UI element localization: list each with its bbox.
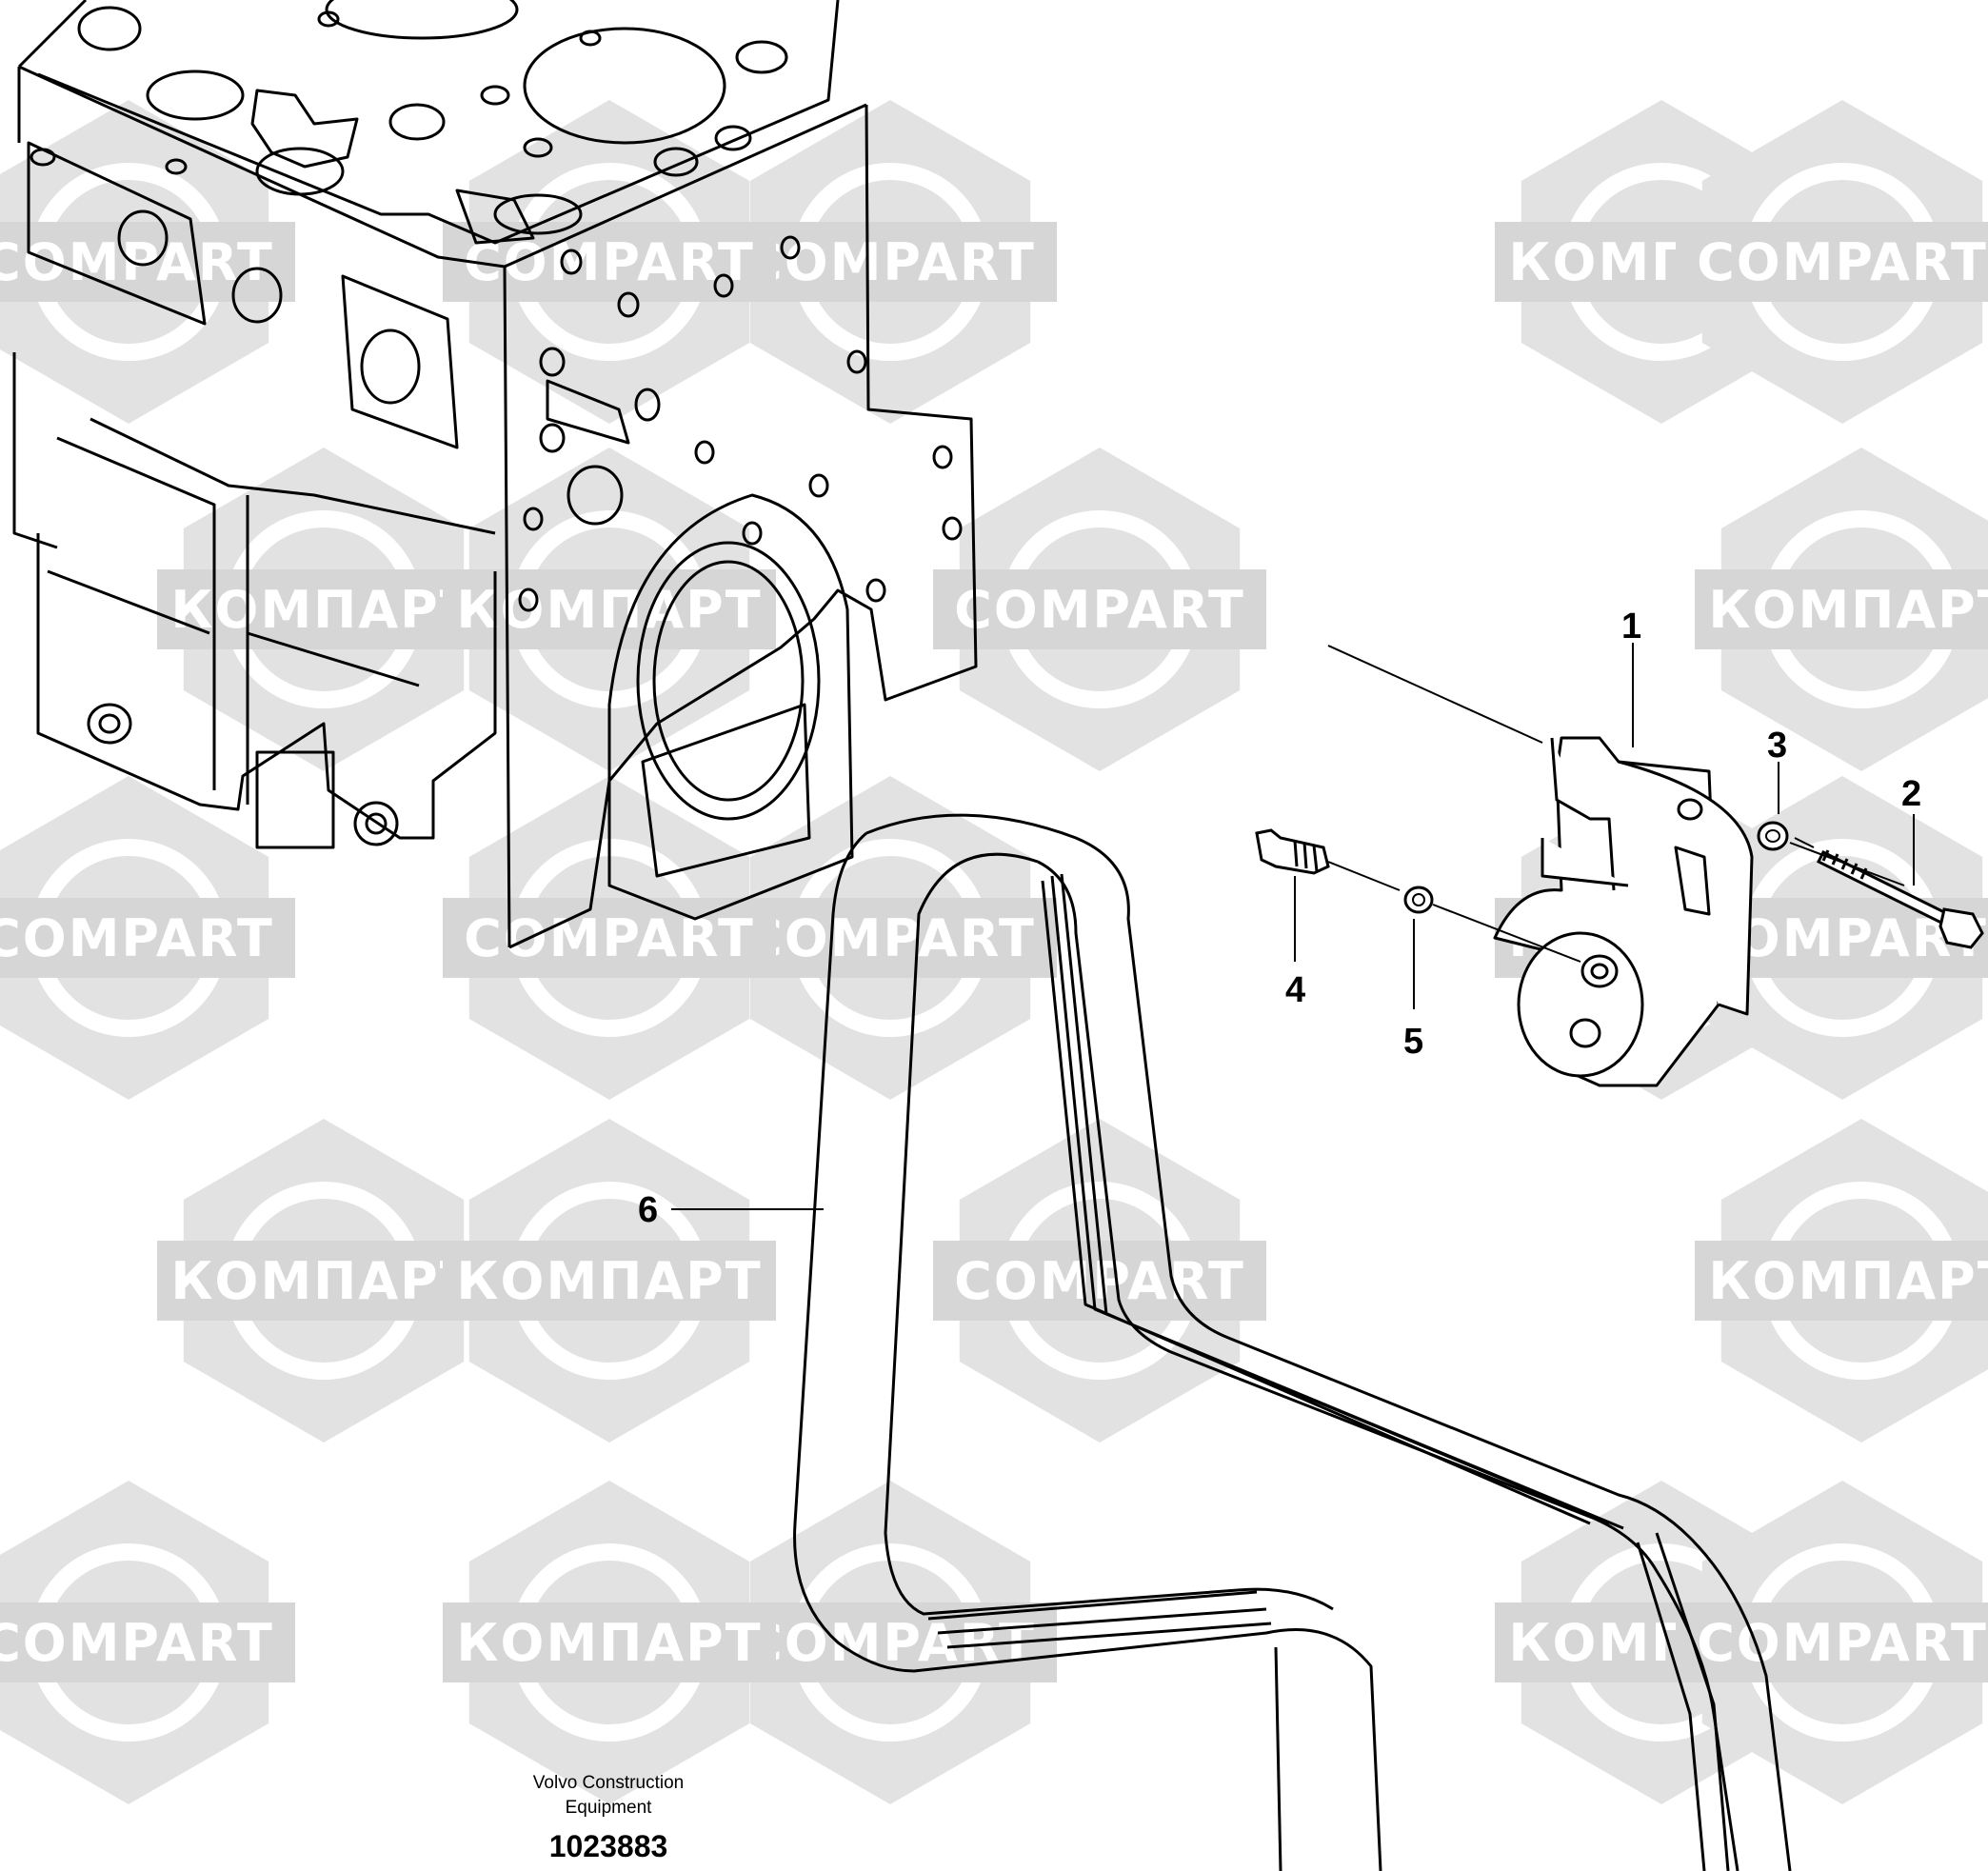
watermark-text: COMPART — [0, 1613, 274, 1673]
company-name-line1: Volvo Construction — [533, 1773, 684, 1793]
washer-3-hole — [1765, 829, 1780, 843]
drawing-footer: Volvo Construction Equipment 1023883 — [533, 1773, 684, 1863]
watermark-text: КОМПАРТ — [170, 580, 476, 640]
watermark-band — [1676, 222, 1988, 302]
callout-1: 1 — [1621, 607, 1641, 647]
washer-5-hole — [1412, 893, 1425, 906]
watermark-tile: COMPART — [443, 776, 776, 1100]
leader-lines — [671, 643, 1915, 1210]
watermark-tile: COMPART — [933, 1119, 1266, 1443]
watermark-text: COMPART — [1697, 1613, 1988, 1673]
callout-6: 6 — [638, 1190, 658, 1230]
watermark-band — [933, 569, 1266, 649]
company-name-line2: Equipment — [566, 1798, 653, 1818]
drawing-number: 1023883 — [549, 1829, 668, 1863]
watermark-text: КОМПАРТ — [1708, 580, 1988, 640]
watermark-text: КОМПАРТ — [170, 1251, 476, 1311]
watermark-tile: COMPART — [0, 776, 295, 1100]
watermark-tile: КОМПАРТ — [1695, 1119, 1988, 1443]
watermark-tile: COMPART — [933, 448, 1266, 771]
callout-2: 2 — [1901, 774, 1921, 814]
watermark-band — [443, 222, 776, 302]
callout-labels: 1 2 3 4 5 6 — [638, 607, 1921, 1230]
callout-5: 5 — [1403, 1022, 1423, 1062]
watermark-band — [1695, 569, 1988, 649]
watermark-text: COMPART — [0, 232, 274, 292]
watermark-text: COMPART — [464, 908, 755, 968]
watermark-band — [1676, 1602, 1988, 1682]
watermark-text: КОМПАРТ — [456, 1251, 762, 1311]
watermark-band — [0, 898, 295, 978]
watermark-band — [724, 898, 1057, 978]
belt-tensioner — [1493, 736, 1754, 1087]
poly-v-belt — [793, 813, 1792, 1871]
watermark-text: COMPART — [954, 580, 1245, 640]
washer-5 — [1403, 886, 1434, 914]
watermark-band — [443, 898, 776, 978]
watermark-text: КОМПАРТ — [456, 1613, 762, 1673]
engine-block — [12, 0, 978, 949]
callout-3: 3 — [1767, 726, 1787, 766]
watermark-text: COMPART — [0, 908, 274, 968]
watermark-text: COMPART — [745, 232, 1036, 292]
watermark-tile: COMPART — [1676, 100, 1988, 424]
watermark-tile: COMPART — [724, 100, 1057, 424]
watermark-tile: COMPART — [0, 1481, 295, 1804]
watermark-band — [443, 1241, 776, 1321]
watermark-text: COMPART — [1697, 232, 1988, 292]
watermark-tile: КОМПАРТ — [1695, 448, 1988, 771]
watermark-tile: КОМПАРТ — [157, 448, 490, 771]
callout-4: 4 — [1285, 970, 1305, 1010]
washer-3 — [1757, 821, 1789, 851]
watermark-band — [443, 569, 776, 649]
watermark-band — [0, 1602, 295, 1682]
watermark-tile: COMPART — [724, 776, 1057, 1100]
watermark-band — [157, 569, 490, 649]
watermark-tile: КОМПАРТ — [157, 1119, 490, 1443]
watermark-text: COMPART — [745, 908, 1036, 968]
watermark-band — [157, 1241, 490, 1321]
watermark-text: КОМПАРТ — [456, 580, 762, 640]
watermark-text: COMPART — [954, 1251, 1245, 1311]
watermark-tile: КОМПАРТ — [443, 1119, 776, 1443]
watermark-text: КОМПАРТ — [1708, 1251, 1988, 1311]
watermark-band — [443, 1602, 776, 1682]
watermark-band — [724, 222, 1057, 302]
grease-nipple — [1255, 828, 1330, 875]
watermark-band — [1695, 1241, 1988, 1321]
watermark-tile: КОМПАРТ — [443, 1481, 776, 1804]
